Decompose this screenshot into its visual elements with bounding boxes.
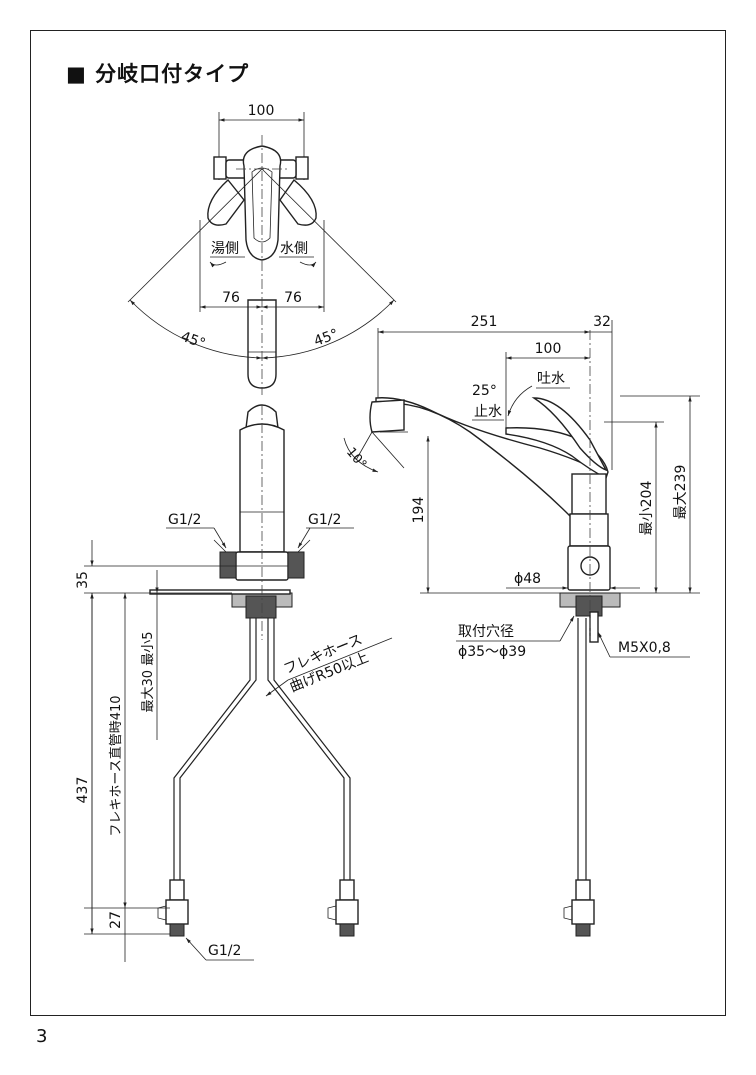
right-port-label: G1/2 (308, 512, 341, 528)
lever-angle-dim: 25° (472, 383, 497, 399)
screw-label: M5X0,8 (618, 640, 671, 656)
drawing-frame (30, 30, 726, 1016)
hot-side-label: 湯側 (211, 240, 239, 257)
spout-height-dim: 194 (411, 497, 427, 524)
back-dim: 32 (593, 314, 611, 330)
side-view: 251 32 100 吐水 25° 止水 10° 194 ϕ48 最小204 (343, 314, 700, 937)
min-height-dim: 最小204 (639, 481, 655, 536)
top-view: 100 湯側 水側 76 76 45° 45 (127, 103, 397, 395)
end-thread-label: G1/2 (208, 943, 241, 959)
end-height-dim: 27 (108, 911, 124, 929)
spout-label: 吐水 (537, 371, 565, 387)
spout-angle-dim: 10° (343, 445, 369, 472)
page-number: 3 (36, 1026, 48, 1047)
page-title: ■ 分岐口付タイプ (66, 62, 250, 86)
hole-label: 取付穴径 (458, 624, 514, 640)
front-view: G1/2 G1/2 フレキホース 曲げR50以上 3 (75, 404, 393, 962)
right-offset-dim: 76 (284, 290, 302, 306)
port-height-dim: 35 (75, 571, 91, 589)
left-angle-dim: 45° (179, 329, 208, 353)
body-diameter-dim: ϕ48 (514, 571, 541, 587)
lever-offset-dim: 100 (535, 341, 562, 357)
left-port-label: G1/2 (168, 512, 201, 528)
left-offset-dim: 76 (222, 290, 240, 306)
right-angle-dim: 45° (312, 326, 341, 350)
cold-side-label: 水側 (280, 241, 308, 257)
reach-dim: 251 (471, 314, 498, 330)
counter-range-dim: 最大30 最小5 (141, 632, 156, 713)
stop-label: 止水 (474, 404, 502, 420)
max-height-dim: 最大239 (673, 465, 689, 520)
hole-range-dim: ϕ35～ϕ39 (458, 644, 526, 660)
hose-length-dim: フレキホース直管時410 (109, 695, 124, 836)
top-width-dim: 100 (248, 103, 275, 119)
total-height-dim: 437 (75, 777, 91, 804)
